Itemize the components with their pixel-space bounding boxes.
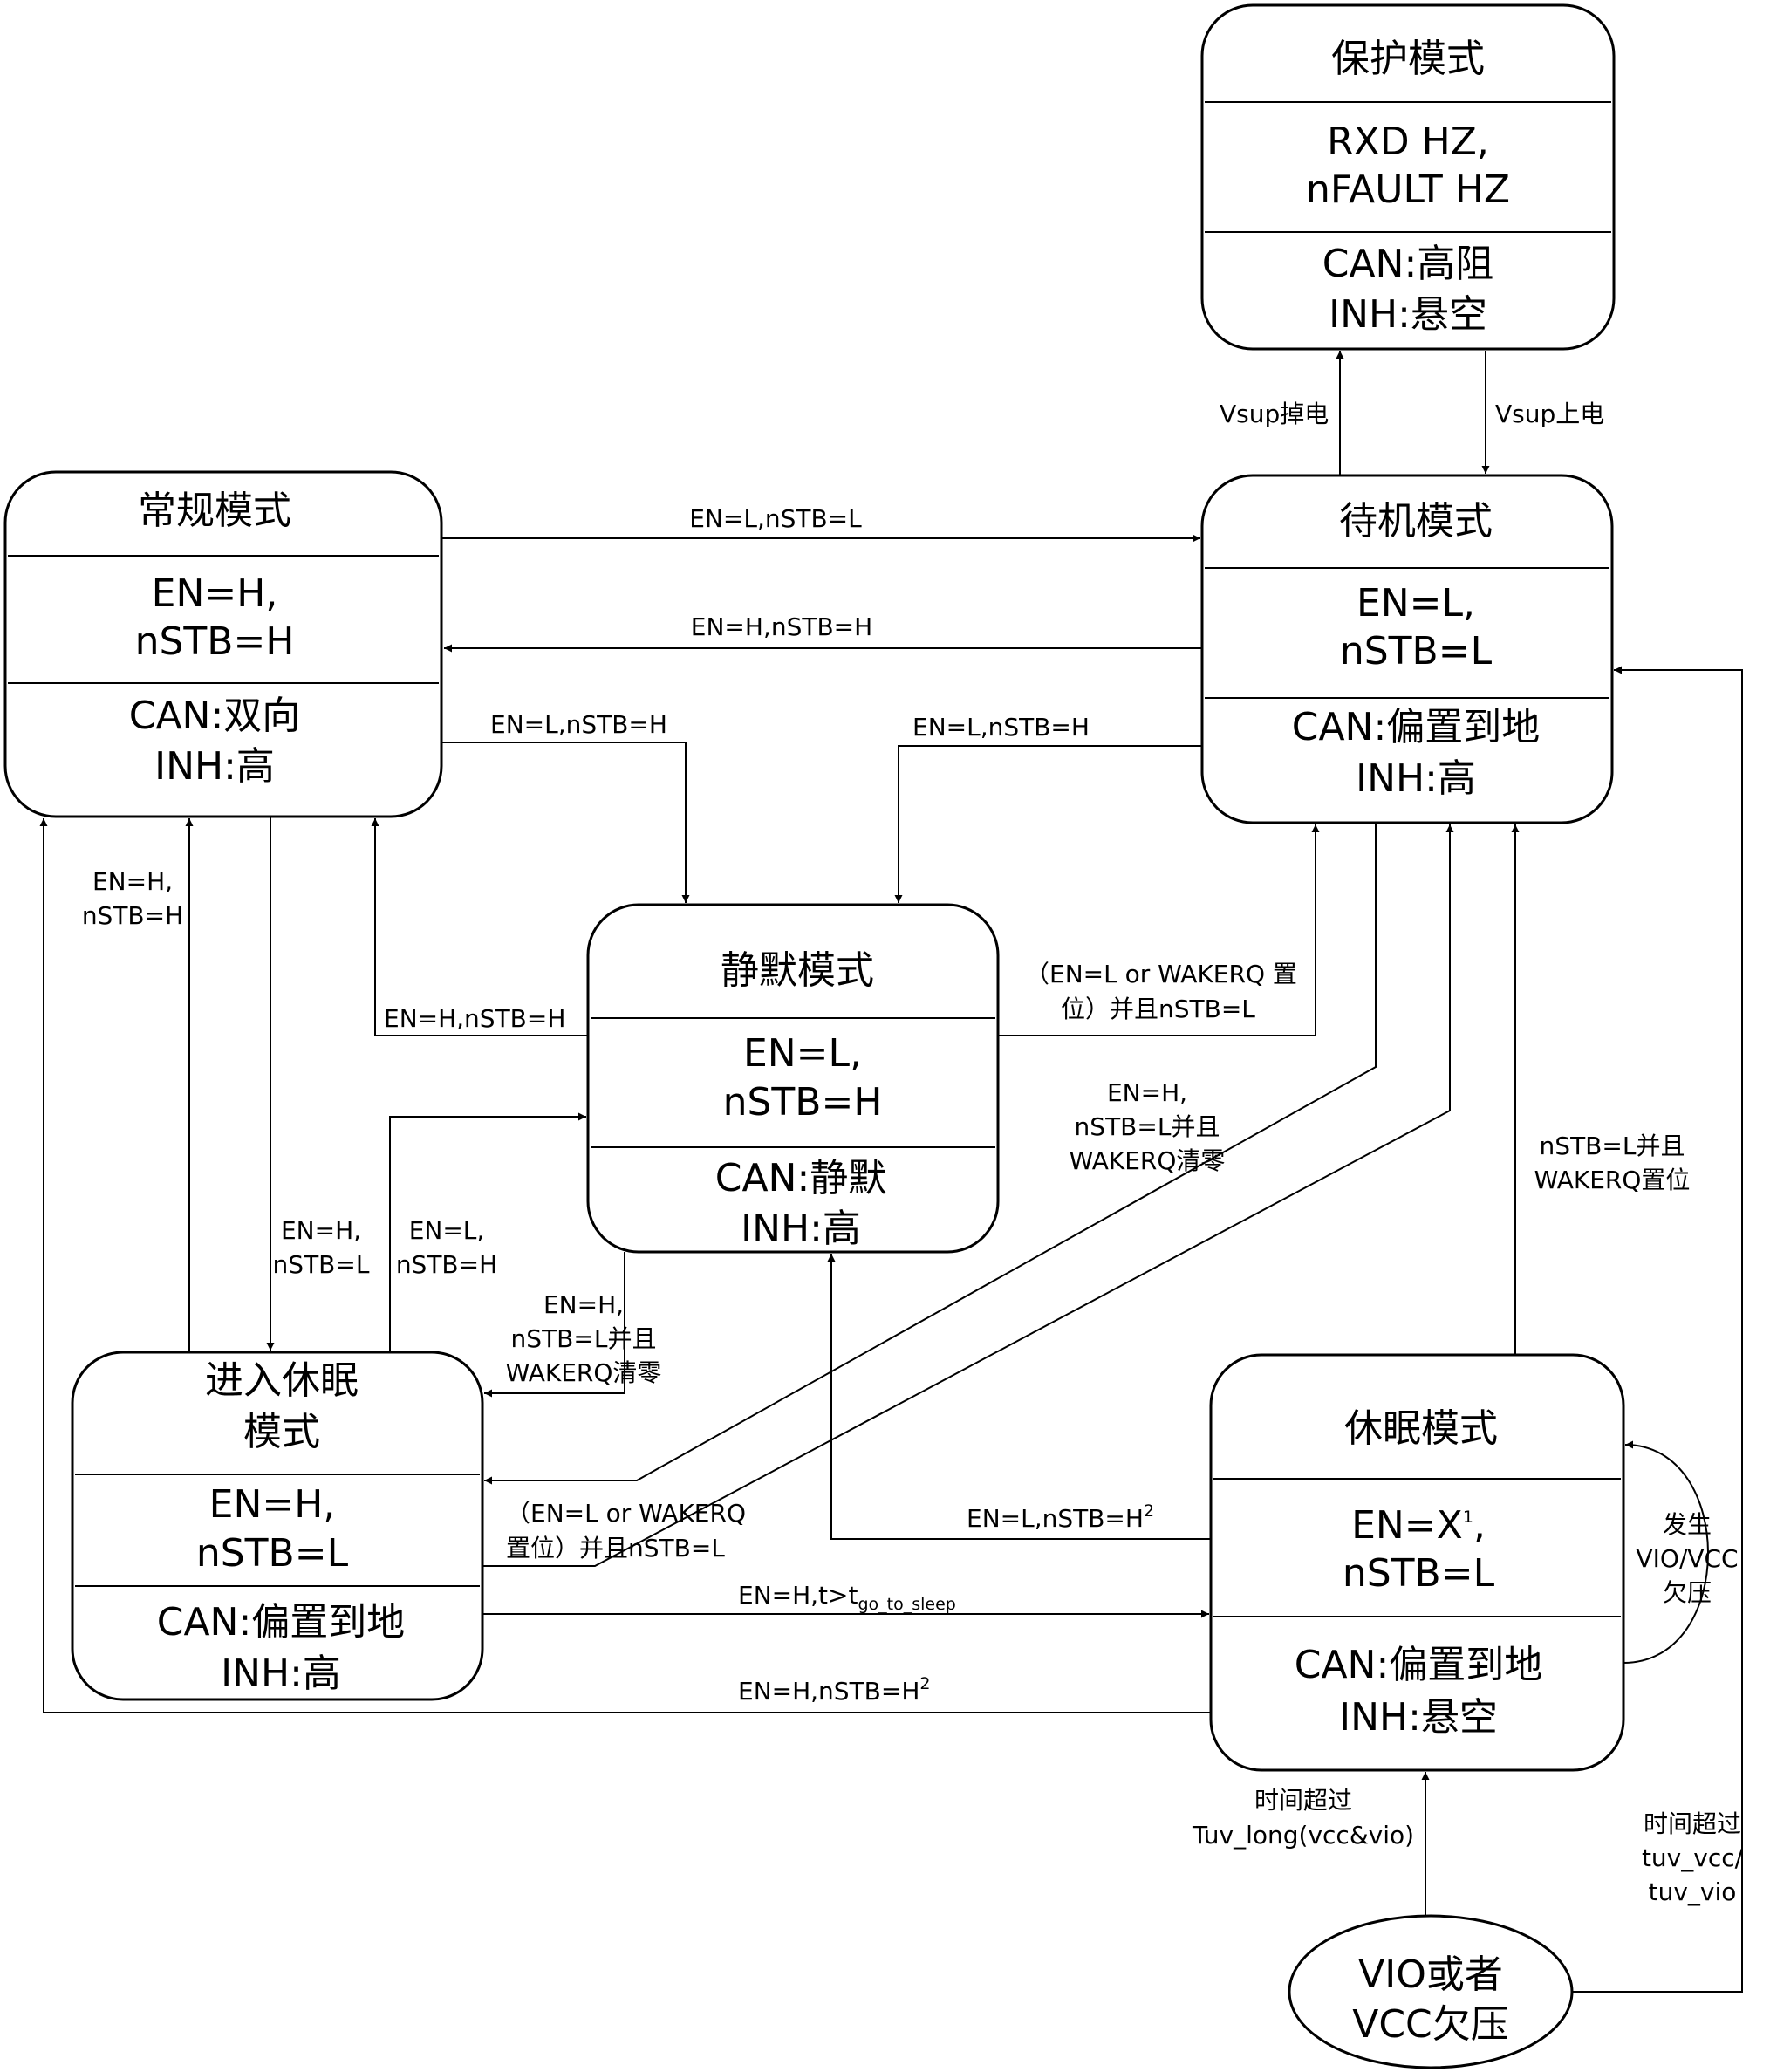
- edge-label: Tuv_long(vcc&vio): [1192, 1821, 1414, 1850]
- edge-label: Vsup上电: [1495, 400, 1604, 428]
- edge-label: nSTB=H: [82, 901, 183, 930]
- state-condition: nSTB=L: [1340, 629, 1493, 674]
- undervoltage-label: VIO或者: [1358, 1952, 1503, 1997]
- edge-standby-to-silent: [894, 745, 1202, 903]
- edge-label: WAKERQ置位: [1534, 1166, 1691, 1194]
- edge-label: nSTB=L并且: [1540, 1132, 1685, 1160]
- edge-label: （EN=L or WAKERQ: [506, 1499, 746, 1528]
- state-condition: EN=L,: [1357, 581, 1475, 626]
- edge-sleep-to-normal: [39, 818, 1211, 1713]
- state-output: INH:悬空: [1329, 292, 1487, 337]
- state-condition: nFAULT HZ: [1306, 168, 1510, 212]
- edge-silent-to-normal: [371, 818, 588, 1036]
- state-output: CAN:双向: [129, 694, 301, 738]
- edge-label: tuv_vcc/: [1642, 1843, 1744, 1872]
- state-condition: nSTB=L: [1343, 1551, 1495, 1596]
- edge-normal-to-silent: [442, 742, 690, 903]
- state-condition: EN=L,: [743, 1031, 862, 1076]
- edge-label: nSTB=L并且: [1075, 1112, 1220, 1141]
- state-output: CAN:偏置到地: [1295, 1643, 1543, 1687]
- state-title: 保护模式: [1331, 37, 1485, 81]
- state-output: CAN:高阻: [1322, 242, 1494, 286]
- edge-label: EN=L,: [409, 1216, 485, 1245]
- edge-label: EN=H,: [543, 1290, 624, 1319]
- state-normal-mode: 常规模式 EN=H, nSTB=H CAN:双向 INH:高: [3, 470, 443, 818]
- edge-label: 时间超过: [1644, 1809, 1741, 1838]
- edge-label: EN=L,nSTB=L: [689, 504, 862, 533]
- edge-label: tuv_vio: [1649, 1877, 1737, 1906]
- edge-sleep-to-silent: [827, 1254, 1211, 1540]
- state-protect-mode: 保护模式 RXD HZ, nFAULT HZ CAN:高阻 INH:悬空: [1200, 3, 1616, 351]
- state-condition: nSTB=H: [723, 1080, 883, 1125]
- edge-label: EN=H,nSTB=H: [384, 1004, 565, 1033]
- state-silent-mode: 静默模式 EN=L, nSTB=H CAN:静默 INH:高: [586, 903, 1000, 1254]
- state-go-to-sleep-mode: 进入休眠 模式 EN=H, nSTB=L CAN:偏置到地 INH:高: [71, 1351, 484, 1701]
- edge-label: nSTB=L: [273, 1250, 370, 1279]
- edge-label: EN=H,nSTB=H2: [738, 1674, 931, 1706]
- edge-label: VIO/VCC: [1636, 1544, 1738, 1573]
- state-output: INH:高: [1356, 756, 1476, 801]
- edge-label: EN=H,nSTB=H: [691, 612, 872, 641]
- edge-label: EN=H,: [281, 1216, 361, 1245]
- edge-sleep-self-loop: [1623, 1440, 1709, 1664]
- state-sleep-mode: 休眠模式 EN=X1, nSTB=L CAN:偏置到地 INH:悬空: [1209, 1353, 1625, 1772]
- edge-label: 置位）并且nSTB=L: [506, 1534, 725, 1563]
- state-title: 待机模式: [1339, 499, 1493, 544]
- state-condition: nSTB=H: [135, 619, 295, 664]
- edge-label: 时间超过: [1254, 1786, 1352, 1815]
- state-output: INH:高: [154, 744, 275, 789]
- edge-uv-to-standby: [1572, 666, 1743, 1993]
- edge-label: EN=H,t>tgo_to_sleep: [738, 1581, 956, 1614]
- edge-label: nSTB=L并且: [511, 1324, 657, 1353]
- edge-label: EN=H,: [1107, 1078, 1187, 1107]
- edge-label: Vsup掉电: [1220, 400, 1329, 428]
- edge-label: 位）并且nSTB=L: [1061, 995, 1255, 1023]
- edge-label: （EN=L or WAKERQ 置: [1025, 960, 1297, 988]
- undervoltage-label: VCC欠压: [1352, 2002, 1509, 2047]
- state-condition: nSTB=L: [196, 1531, 349, 1576]
- state-output: INH:高: [741, 1207, 861, 1251]
- state-condition: EN=H,: [152, 571, 278, 616]
- edge-label: 发生: [1663, 1510, 1712, 1539]
- state-output: CAN:偏置到地: [157, 1600, 406, 1645]
- state-condition: EN=H,: [209, 1482, 336, 1527]
- state-title: 静默模式: [721, 948, 874, 993]
- edge-standby-to-gosleep: [484, 823, 1377, 1485]
- edge-label: WAKERQ清零: [1070, 1146, 1226, 1175]
- edge-label: EN=L,nSTB=H: [490, 710, 667, 739]
- edge-silent-to-gosleep: [484, 1252, 625, 1398]
- edge-label: EN=L,nSTB=H2: [967, 1501, 1154, 1533]
- state-output: CAN:偏置到地: [1292, 705, 1541, 749]
- state-title: 休眠模式: [1344, 1406, 1498, 1451]
- state-output: CAN:静默: [715, 1156, 887, 1200]
- state-condition: EN=X1,: [1351, 1503, 1486, 1548]
- edge-gosleep-to-silent: [389, 1112, 586, 1352]
- state-title: 进入休眠: [205, 1358, 359, 1403]
- state-standby-mode: 待机模式 EN=L, nSTB=L CAN:偏置到地 INH:高: [1200, 474, 1614, 824]
- state-undervoltage: VIO或者 VCC欠压: [1288, 1914, 1574, 2069]
- state-title: 模式: [243, 1410, 320, 1454]
- state-title: 常规模式: [138, 489, 291, 533]
- edge-label: EN=H,: [92, 867, 173, 896]
- edge-label: EN=L,nSTB=H: [912, 713, 1090, 742]
- edge-silent-to-standby: [998, 824, 1320, 1036]
- edge-label: nSTB=H: [396, 1250, 497, 1279]
- edge-label: WAKERQ清零: [506, 1358, 662, 1387]
- state-output: INH:高: [221, 1651, 341, 1696]
- state-output: INH:悬空: [1339, 1695, 1498, 1740]
- state-condition: RXD HZ,: [1327, 120, 1489, 164]
- edge-label: 欠压: [1663, 1578, 1712, 1607]
- edge-gosleep-to-standby: [482, 824, 1454, 1567]
